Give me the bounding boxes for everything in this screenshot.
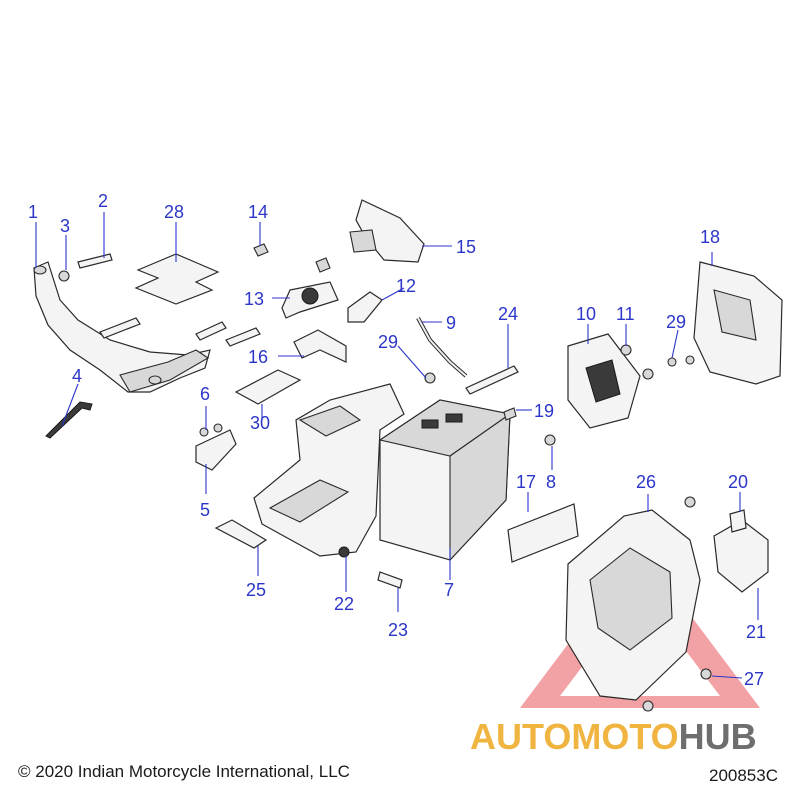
callout-11: 11 — [616, 304, 635, 324]
callout-7: 7 — [444, 580, 454, 600]
watermark-text-hub: HUB — [678, 716, 757, 757]
watermark-triangle — [520, 548, 760, 708]
callout-18: 18 — [700, 227, 720, 247]
callout-19: 19 — [534, 401, 554, 421]
callout-16: 16 — [248, 347, 268, 367]
callout-27: 27 — [744, 669, 764, 689]
callout-15: 15 — [456, 237, 476, 257]
callout-10: 10 — [576, 304, 596, 324]
bolt-part-29-a — [424, 372, 436, 384]
clip-part-6 — [199, 423, 223, 437]
panel-part-18 — [693, 261, 783, 385]
bracket-part-1 — [33, 261, 211, 393]
callout-8: 8 — [546, 472, 556, 492]
callout-26: 26 — [636, 472, 656, 492]
callout-5: 5 — [200, 500, 210, 520]
clip-part-19 — [503, 407, 517, 421]
callout-25: 25 — [246, 580, 266, 600]
leader-lines — [35, 212, 759, 679]
diagram-code: 200853C — [708, 766, 778, 785]
callout-2: 2 — [98, 191, 108, 211]
callout-12: 12 — [396, 276, 416, 296]
callout-6: 6 — [200, 384, 210, 404]
nut-part-11 — [620, 344, 654, 380]
clip-part-5 — [195, 429, 237, 471]
nut-part-14 — [253, 243, 331, 273]
callout-13: 13 — [244, 289, 264, 309]
bolt-part-23 — [377, 571, 403, 589]
regulator-part-10 — [567, 333, 641, 429]
callout-labels: 1 2 3 4 5 6 7 8 9 10 11 12 13 14 15 16 1… — [28, 191, 766, 689]
callout-1: 1 — [28, 202, 38, 222]
callout-29-second: 29 — [666, 312, 686, 332]
callout-9: 9 — [446, 313, 456, 333]
callout-20: 20 — [728, 472, 748, 492]
callout-21: 21 — [746, 622, 766, 642]
cover-part-26 — [565, 496, 701, 701]
battery-tray-part-22 — [253, 383, 405, 558]
rod-part-4 — [45, 401, 93, 439]
bracket-bolts — [99, 317, 261, 347]
callout-23: 23 — [388, 620, 408, 640]
callout-3: 3 — [60, 216, 70, 236]
copyright-text: © 2020 Indian Motorcycle International, … — [18, 762, 350, 781]
bolt-part-29-b — [667, 355, 695, 367]
pad-part-30 — [234, 369, 302, 405]
screw-part-27 — [642, 668, 712, 712]
bolt-part-24 — [465, 365, 519, 395]
screw-part-8 — [544, 434, 556, 446]
watermark-logo: AUTOMOTOHUB — [470, 716, 757, 758]
solenoid-part-13 — [281, 281, 339, 319]
bracket-part-16 — [293, 329, 347, 363]
cable-part-9 — [416, 317, 468, 378]
callout-29: 29 — [378, 332, 398, 352]
pad-part-17 — [507, 503, 579, 563]
watermark-text-automoto: AUTOMOTO — [470, 716, 679, 757]
callout-4: 4 — [72, 366, 82, 386]
plate-part-28 — [134, 253, 220, 305]
strap-part-25 — [214, 519, 268, 549]
callout-28: 28 — [164, 202, 184, 222]
callout-22: 22 — [334, 594, 354, 614]
bolt-part-2 — [77, 253, 113, 269]
callout-24: 24 — [498, 304, 518, 324]
battery-part-7 — [378, 399, 512, 562]
plate-part-21 — [713, 519, 769, 593]
fitting-part-20 — [729, 509, 747, 533]
boot-part-12 — [347, 291, 383, 323]
horn-part-15 — [349, 199, 425, 263]
callout-17: 17 — [516, 472, 536, 492]
callout-30: 30 — [250, 413, 270, 433]
callout-14: 14 — [248, 202, 268, 222]
nut-part-3 — [58, 270, 70, 282]
